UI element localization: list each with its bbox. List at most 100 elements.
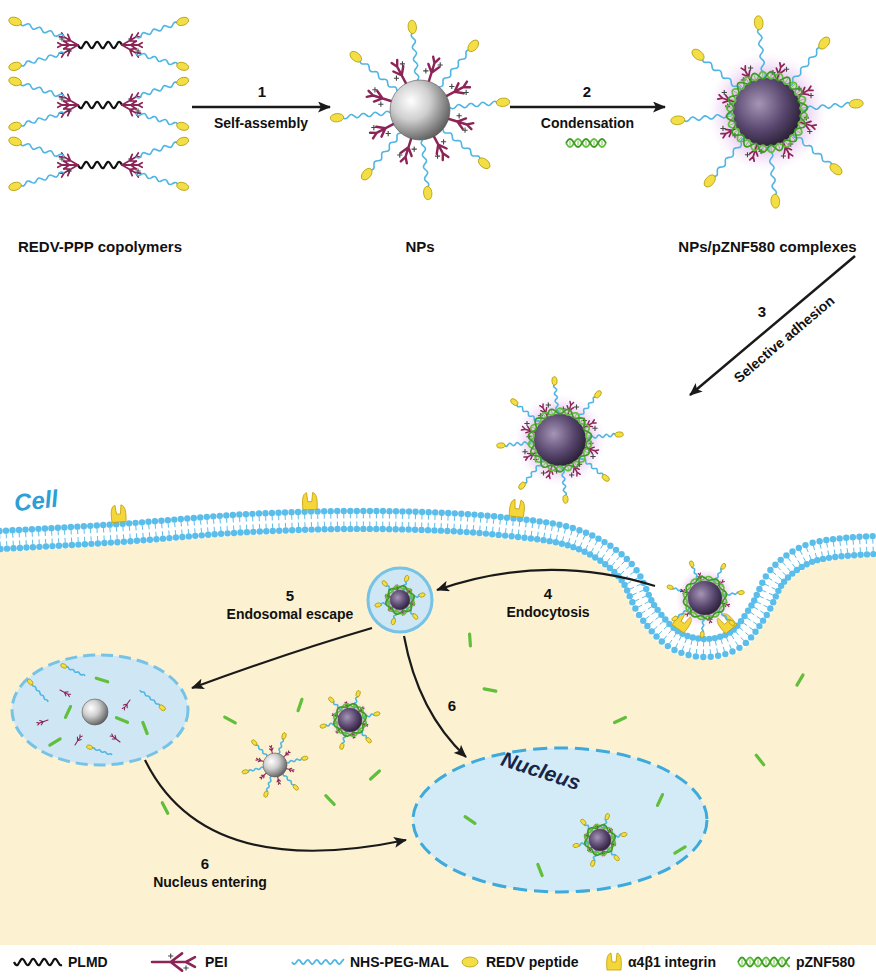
lipid-bilayer	[756, 586, 762, 592]
redv-peptide	[418, 592, 425, 597]
lipid-bilayer	[489, 531, 495, 537]
process-arrow	[690, 256, 855, 395]
pei-branch	[444, 82, 470, 98]
redv-peptide	[509, 397, 519, 406]
lipid-bilayer	[495, 532, 501, 538]
redv-peptide	[572, 843, 579, 848]
pei-branch	[59, 165, 78, 177]
pei-branch	[401, 136, 412, 163]
lipid-bilayer	[243, 511, 249, 517]
released-pznf580	[371, 771, 380, 779]
redv-peptide	[390, 618, 396, 625]
lipid-bilayer	[217, 513, 223, 519]
charge-sign	[524, 421, 529, 426]
peg-chain	[20, 83, 64, 97]
lipid-bilayer	[145, 519, 151, 525]
peg-chain	[342, 111, 390, 119]
lipid-bilayer	[856, 534, 862, 540]
peg-chain	[92, 748, 112, 755]
step-number: 2	[583, 84, 591, 100]
redv-peptide	[408, 20, 418, 34]
np-pznf580-complex	[338, 708, 362, 732]
lipid-bilayer	[820, 556, 826, 562]
peg-chain	[136, 82, 178, 98]
redv-peptide	[176, 121, 190, 132]
redv-peptide	[176, 16, 190, 27]
component-panel: NPs/pZNF580 complexes	[665, 14, 870, 256]
lipid-bilayer	[334, 526, 340, 532]
redv-peptide	[670, 115, 685, 125]
lipid-bilayer	[199, 532, 205, 538]
pei-branch	[110, 734, 120, 742]
lipid-bilayer	[94, 522, 100, 528]
pei-branch	[122, 41, 142, 49]
lipid-bilayer	[838, 553, 844, 559]
nanoparticle	[330, 20, 510, 200]
lipid-bilayer	[140, 537, 146, 543]
np-pznf580-complex	[390, 590, 410, 610]
redv-peptide	[754, 15, 764, 30]
cytoplasm	[0, 520, 876, 945]
lipid-bilayer	[502, 532, 508, 538]
lipid-bilayer	[546, 538, 552, 544]
step-label: Endocytosis	[506, 604, 589, 620]
step-number: 5	[286, 588, 294, 604]
redv-peptide	[462, 957, 478, 967]
redv-peptide	[176, 181, 190, 192]
nanoparticle	[82, 699, 108, 725]
lipid-bilayer	[708, 654, 714, 660]
redv-peptide	[666, 584, 673, 590]
redv-peptide	[517, 481, 526, 491]
redv-peptide	[620, 832, 627, 837]
redv-peptide	[365, 737, 372, 744]
charge-sign	[67, 168, 72, 173]
charge-sign	[449, 84, 454, 89]
lipid-bilayer	[10, 545, 16, 551]
legend-sample	[14, 959, 62, 965]
redv-peptide	[689, 560, 695, 567]
redv-peptide	[720, 563, 727, 571]
lipid-bilayer	[42, 525, 48, 531]
lipid-bilayer	[386, 508, 392, 514]
lipid-bilayer	[321, 526, 327, 532]
legend-sample	[462, 957, 478, 967]
lipid-bilayer	[321, 508, 327, 514]
charge-sign	[394, 76, 399, 81]
lipid-bilayer	[289, 527, 295, 533]
lipid-bilayer	[452, 510, 458, 516]
dna-rung	[684, 577, 726, 619]
dna-strand	[566, 139, 606, 147]
charge-sign	[748, 65, 753, 70]
nanoparticle	[242, 732, 309, 798]
lipid-bilayer	[570, 544, 576, 550]
pei-branch	[37, 720, 48, 725]
lipid-bilayer	[211, 531, 217, 537]
lipid-bilayer	[134, 538, 140, 544]
lipid-bilayer	[553, 539, 559, 545]
dna-strand	[683, 576, 726, 619]
peg-chain	[517, 404, 540, 423]
redv-peptide	[374, 602, 381, 607]
lipid-bilayer	[17, 545, 23, 551]
lipid-bilayer	[184, 515, 190, 521]
lipid-bilayer	[470, 529, 476, 535]
plmd-chain	[78, 162, 122, 168]
charge-sign	[807, 129, 812, 134]
lipid-bilayer	[22, 526, 28, 532]
redv-peptide	[552, 376, 558, 385]
peg-chain	[758, 28, 766, 78]
lipid-bilayer	[809, 540, 815, 546]
lipid-bilayer	[244, 529, 250, 535]
lipid-bilayer	[763, 573, 769, 579]
released-pznf580	[675, 847, 685, 853]
lipid-bilayer	[632, 605, 638, 611]
lipid-bilayer	[528, 535, 534, 541]
lipid-bilayer	[341, 508, 347, 514]
released-pznf580	[484, 689, 496, 691]
redv-peptide	[348, 49, 364, 64]
dna-strand	[585, 825, 615, 855]
early-endosome	[368, 568, 432, 632]
lipid-bilayer	[690, 634, 696, 640]
lipid-bilayer	[210, 513, 216, 519]
lipid-bilayer	[530, 517, 536, 523]
